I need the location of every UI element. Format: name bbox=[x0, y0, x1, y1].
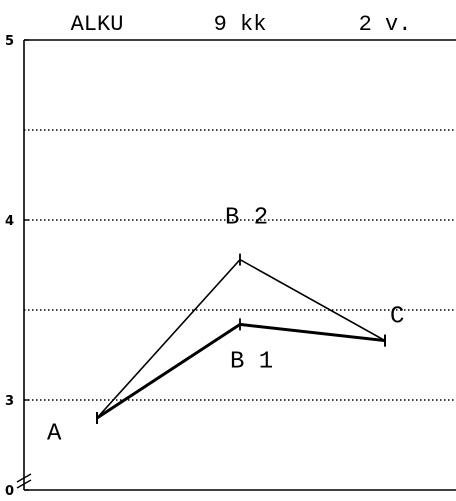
point-annotation: B 2 bbox=[225, 205, 268, 232]
series-line bbox=[96, 258, 386, 419]
y-tick-label: 5 bbox=[5, 34, 14, 49]
point-annotation: A bbox=[47, 421, 62, 448]
y-tick-label: 0 bbox=[5, 484, 14, 499]
grid-lines bbox=[24, 129, 456, 401]
series-lines bbox=[96, 253, 386, 424]
point-annotation: C bbox=[390, 304, 404, 331]
point-annotations: A B 2 B 1 C bbox=[47, 205, 404, 448]
y-tick-labels: 5 4 3 0 bbox=[5, 34, 14, 499]
y-tick-label: 3 bbox=[5, 394, 14, 409]
axes bbox=[16, 39, 456, 491]
category-label: 9 kk bbox=[214, 12, 267, 37]
point-annotation: B 1 bbox=[230, 349, 273, 376]
category-label: ALKU bbox=[71, 12, 124, 37]
axis-break-mark bbox=[16, 473, 32, 489]
y-tick-label: 4 bbox=[5, 214, 14, 229]
category-labels: ALKU 9 kk 2 v. bbox=[71, 12, 412, 37]
category-label: 2 v. bbox=[359, 12, 412, 37]
